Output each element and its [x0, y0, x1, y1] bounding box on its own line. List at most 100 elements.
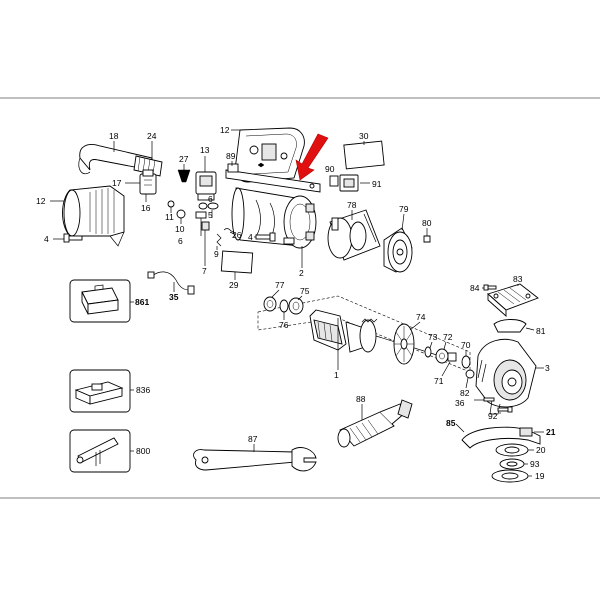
part-washer-73 [424, 346, 432, 358]
callout-861: 861 [135, 297, 149, 307]
part-bearing-housing-79 [383, 227, 413, 273]
part-flange-19 [491, 469, 529, 483]
callout-6-lower: 6 [178, 236, 183, 246]
part-motor-housing-top [235, 127, 305, 183]
part-guard [461, 426, 541, 449]
callout-21: 21 [546, 427, 556, 437]
part-washer-75-76 [279, 297, 304, 315]
part-label-30 [343, 140, 385, 170]
callout-24: 24 [147, 131, 157, 141]
callout-27: 27 [179, 154, 189, 164]
callout-20: 20 [536, 445, 546, 455]
part-washer-10 [176, 209, 186, 219]
part-bearing-72 [435, 348, 449, 364]
part-screw-92 [497, 406, 513, 413]
callout-70: 70 [461, 340, 471, 350]
callout-2: 2 [299, 268, 304, 278]
callout-12-top: 12 [220, 125, 230, 135]
callout-6-upper: 6 [208, 194, 213, 204]
callout-3: 3 [545, 363, 550, 373]
part-bearing-77 [263, 296, 277, 312]
callout-88: 88 [356, 394, 366, 404]
callout-76: 76 [279, 320, 289, 330]
callout-1: 1 [334, 370, 339, 380]
callout-80: 80 [422, 218, 432, 228]
part-spanner [193, 447, 317, 472]
part-blade-guard-kit [74, 381, 124, 405]
part-switch-actuator [139, 169, 157, 195]
part-brush-27 [177, 169, 191, 183]
part-washers-6-5 [195, 202, 219, 219]
callout-18: 18 [109, 131, 119, 141]
part-cable [78, 144, 163, 177]
part-lead-35 [147, 271, 195, 295]
callout-75: 75 [300, 286, 310, 296]
part-label-29 [220, 250, 254, 274]
callout-77: 77 [275, 280, 285, 290]
callout-85: 85 [446, 418, 456, 428]
part-fan-74 [393, 323, 415, 365]
part-bracket-89 [225, 163, 321, 193]
part-brush-kit [76, 437, 119, 466]
part-washer-11 [167, 200, 175, 208]
callout-36: 36 [455, 398, 465, 408]
callout-74: 74 [416, 312, 426, 322]
callout-73: 73 [428, 332, 438, 342]
callout-16: 16 [141, 203, 151, 213]
callout-5: 5 [208, 210, 213, 220]
callout-71: 71 [434, 376, 444, 386]
callout-91: 91 [372, 179, 382, 189]
callout-81: 81 [536, 326, 546, 336]
callout-26: 26 [232, 230, 242, 240]
callout-83: 83 [513, 274, 523, 284]
part-switch-13 [195, 171, 217, 201]
part-brush-7 [201, 221, 210, 231]
part-nut-93 [499, 458, 525, 470]
callout-800: 800 [136, 446, 150, 456]
callout-93: 93 [530, 459, 540, 469]
callout-9: 9 [214, 249, 219, 259]
callout-87: 87 [248, 434, 258, 444]
part-gear-case [475, 338, 537, 415]
part-oring-82 [465, 369, 475, 379]
part-rear-housing [62, 185, 125, 247]
callout-19: 19 [535, 471, 545, 481]
part-screw-84 [483, 284, 497, 291]
callout-12-left: 12 [36, 196, 46, 206]
callout-4-mid: 4 [248, 232, 253, 242]
callout-35: 35 [169, 292, 179, 302]
part-screw-4-left [63, 233, 83, 243]
part-field-housing [231, 187, 317, 249]
part-screw-36 [483, 397, 495, 402]
callout-4-left: 4 [44, 234, 49, 244]
callout-72: 72 [443, 332, 453, 342]
armature-group-outline [257, 295, 471, 373]
callout-79: 79 [399, 204, 409, 214]
part-flange-20 [495, 443, 529, 457]
callout-29: 29 [229, 280, 239, 290]
callout-17: 17 [112, 178, 122, 188]
callout-84: 84 [470, 283, 480, 293]
callout-13: 13 [200, 145, 210, 155]
part-nut-71 [447, 352, 457, 362]
part-screw-80 [423, 235, 431, 243]
arrow-indicator-icon [295, 133, 329, 181]
callout-7: 7 [202, 266, 207, 276]
part-gear-cover-83 [487, 283, 539, 318]
part-washer-70 [461, 355, 471, 369]
callout-90: 90 [325, 164, 335, 174]
part-switch-90-91 [329, 174, 359, 192]
part-spring-9 [216, 233, 222, 247]
part-field-coil [327, 209, 381, 261]
part-armature [309, 309, 441, 357]
callout-82: 82 [460, 388, 470, 398]
callout-30: 30 [359, 131, 369, 141]
part-gasket-81 [493, 319, 527, 333]
callout-11: 11 [165, 212, 174, 222]
callout-836: 836 [136, 385, 150, 395]
callout-78: 78 [347, 200, 357, 210]
part-carry-case [81, 284, 119, 315]
callout-89: 89 [226, 151, 236, 161]
callout-92: 92 [488, 411, 498, 421]
